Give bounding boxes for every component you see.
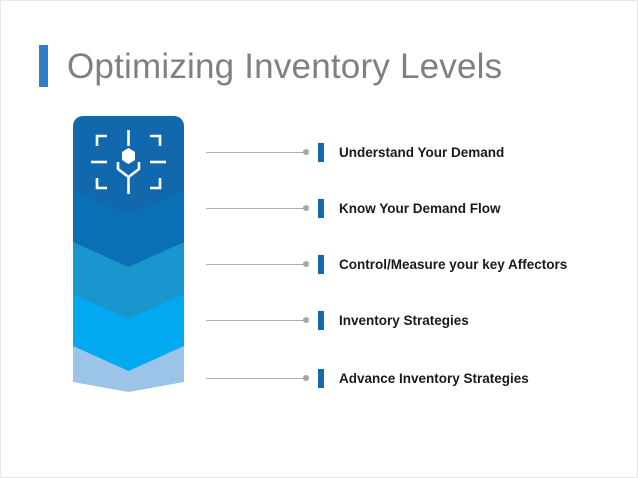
connector-line — [206, 263, 304, 265]
list-item-label: Understand Your Demand — [339, 144, 505, 160]
list-item-label: Advance Inventory Strategies — [339, 370, 529, 386]
page-title-row: Optimizing Inventory Levels — [39, 45, 502, 87]
title-accent-bar — [39, 45, 48, 87]
list-item-marker — [318, 198, 324, 218]
connector-dot — [303, 149, 309, 155]
list-item-label: Inventory Strategies — [339, 312, 469, 328]
connector-dot — [303, 317, 309, 323]
list-item-marker — [318, 254, 324, 274]
list-item-label: Know Your Demand Flow — [339, 200, 501, 216]
connector-dot — [303, 205, 309, 211]
connector-line — [206, 377, 304, 379]
connector-line — [206, 319, 304, 321]
list-item[interactable]: Understand Your Demand — [206, 141, 504, 163]
list-item-marker — [318, 142, 324, 162]
slide-footer: www.optiproerp.com — [1, 437, 637, 477]
list-item-marker — [318, 310, 324, 330]
list-item-marker — [318, 368, 324, 388]
list-item[interactable]: Control/Measure your key Affectors — [206, 253, 567, 275]
connector-dot — [303, 261, 309, 267]
page-title: Optimizing Inventory Levels — [67, 46, 503, 86]
target-focus-icon — [91, 130, 166, 194]
hexagon-icon — [122, 148, 135, 164]
connector-line — [206, 151, 304, 153]
connector-dot — [303, 375, 309, 381]
chevron-layer-1 — [73, 116, 184, 215]
connector-line — [206, 207, 304, 209]
list-item[interactable]: Know Your Demand Flow — [206, 197, 501, 219]
list-item[interactable]: Advance Inventory Strategies — [206, 367, 529, 389]
list-item-label: Control/Measure your key Affectors — [339, 256, 568, 272]
chevron-stack-graphic — [73, 116, 184, 392]
list-item[interactable]: Inventory Strategies — [206, 309, 469, 331]
